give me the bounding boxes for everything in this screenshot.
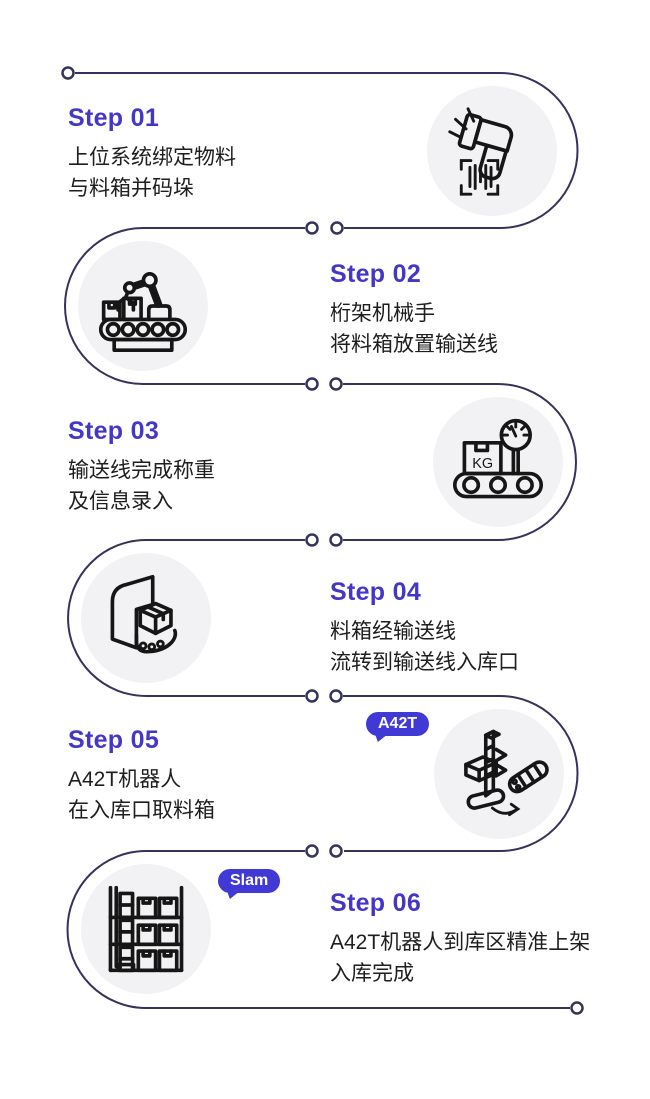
step-06-label: Step 06 — [330, 889, 422, 917]
step-06-icon-disc — [81, 864, 211, 994]
step-05-description: A42T机器人 在入库口取料箱 — [68, 768, 215, 822]
step-03-description: 输送线完成称重 及信息录入 — [68, 459, 215, 513]
step-03-text: Step 03 输送线完成称重 及信息录入 — [68, 417, 215, 517]
barcode-scanner-icon — [448, 107, 514, 196]
step-01-description: 上位系统绑定物料 与料箱并码垛 — [68, 146, 236, 200]
step-02-label: Step 02 — [330, 260, 422, 288]
connector-node-dots — [61, 66, 584, 1015]
a42t-robot-icon — [464, 729, 549, 817]
gantry-robot-arm-icon — [98, 272, 188, 352]
step-04-text: Step 04 料箱经输送线 流转到输送线入库口 — [330, 578, 519, 678]
step-03-label: Step 03 — [68, 417, 160, 445]
step-06-text: Step 06 A42T机器人到库区精准上架 入库完成 — [330, 889, 590, 989]
step-03-icon-disc: KG — [433, 397, 563, 527]
step-01-label: Step 01 — [68, 104, 160, 132]
step-04-description: 料箱经输送线 流转到输送线入库口 — [330, 620, 519, 674]
step-05-icon-disc — [434, 709, 564, 839]
weighing-scale-icon: KG — [452, 418, 544, 499]
a42t-badge: A42T — [366, 712, 430, 736]
kg-label: KG — [472, 456, 493, 472]
step-02-text: Step 02 桁架机械手 将料箱放置输送线 — [330, 260, 498, 360]
step-04-label: Step 04 — [330, 578, 422, 606]
step-01-icon-disc — [427, 86, 557, 216]
conveyor-gate-icon — [110, 574, 178, 654]
slam-badge: Slam — [218, 869, 281, 893]
step-06-description: A42T机器人到库区精准上架 入库完成 — [330, 931, 591, 985]
step-05-label: Step 05 — [68, 726, 160, 754]
step-02-description: 桁架机械手 将料箱放置输送线 — [330, 302, 498, 356]
step-02-icon-disc — [78, 241, 208, 371]
step-04-icon-disc — [81, 553, 211, 683]
step-05-text: Step 05 A42T机器人 在入库口取料箱 — [68, 726, 215, 826]
step-01-text: Step 01 上位系统绑定物料 与料箱并码垛 — [68, 104, 236, 204]
storage-rack-icon — [108, 885, 184, 973]
